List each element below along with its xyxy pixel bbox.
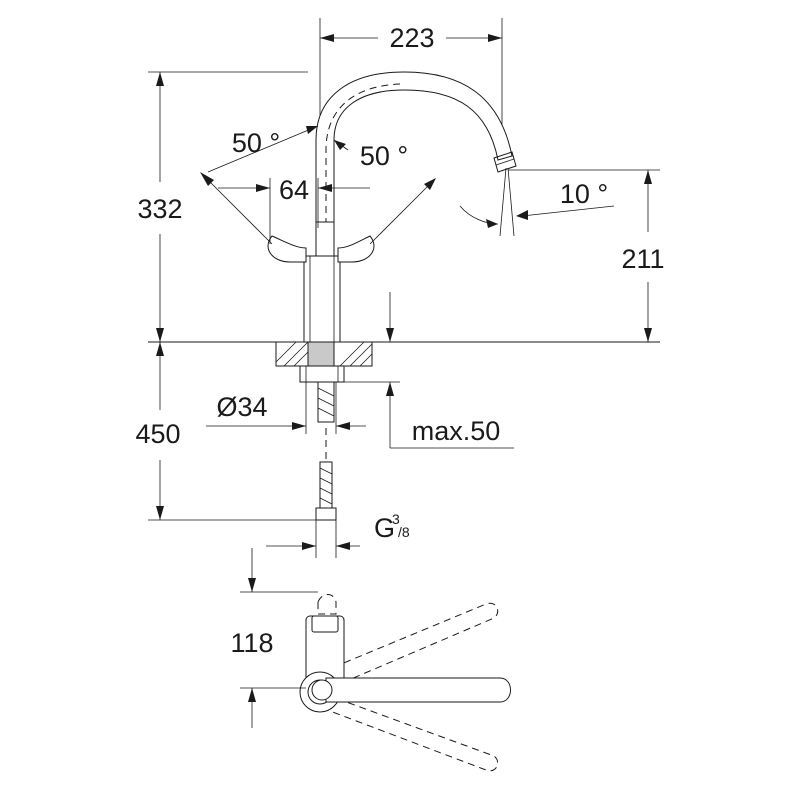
dim-spout-reach: 223	[319, 18, 503, 148]
label-223: 223	[389, 23, 434, 53]
dim-connection-thread: G 3 /8	[266, 511, 410, 558]
label-max50: max.50	[412, 416, 501, 446]
label-50deg-left: 50 °	[232, 128, 280, 158]
faucet-body	[267, 221, 375, 343]
handle-swing-lines: 50 ° 50 °	[200, 125, 436, 245]
dim-spout-tilt: 10 °	[459, 167, 615, 237]
dim-max-deck: max.50	[342, 292, 514, 449]
label-g-den: /8	[398, 524, 410, 540]
label-211: 211	[621, 244, 664, 274]
label-332: 332	[137, 194, 182, 224]
label-118: 118	[230, 628, 273, 658]
dim-outlet-height: 211	[508, 169, 665, 342]
dim-hole-diameter: Ø34	[206, 382, 366, 434]
spout	[315, 71, 517, 233]
flexible-hose	[315, 428, 337, 521]
dim-lever-clearance: 118	[230, 548, 318, 728]
dim-handle-offset: 64	[218, 175, 370, 244]
plan-view	[299, 594, 511, 772]
label-g: G	[374, 513, 395, 543]
label-64: 64	[279, 175, 309, 205]
label-g-num: 3	[392, 511, 400, 527]
label-450: 450	[135, 419, 180, 449]
deck-section	[275, 341, 373, 423]
dim-total-height: 332	[137, 71, 308, 342]
label-50deg-right: 50 °	[360, 141, 408, 171]
label-10deg: 10 °	[560, 179, 608, 209]
label-d34: Ø34	[216, 392, 267, 422]
dim-hose-length: 450	[135, 342, 336, 521]
